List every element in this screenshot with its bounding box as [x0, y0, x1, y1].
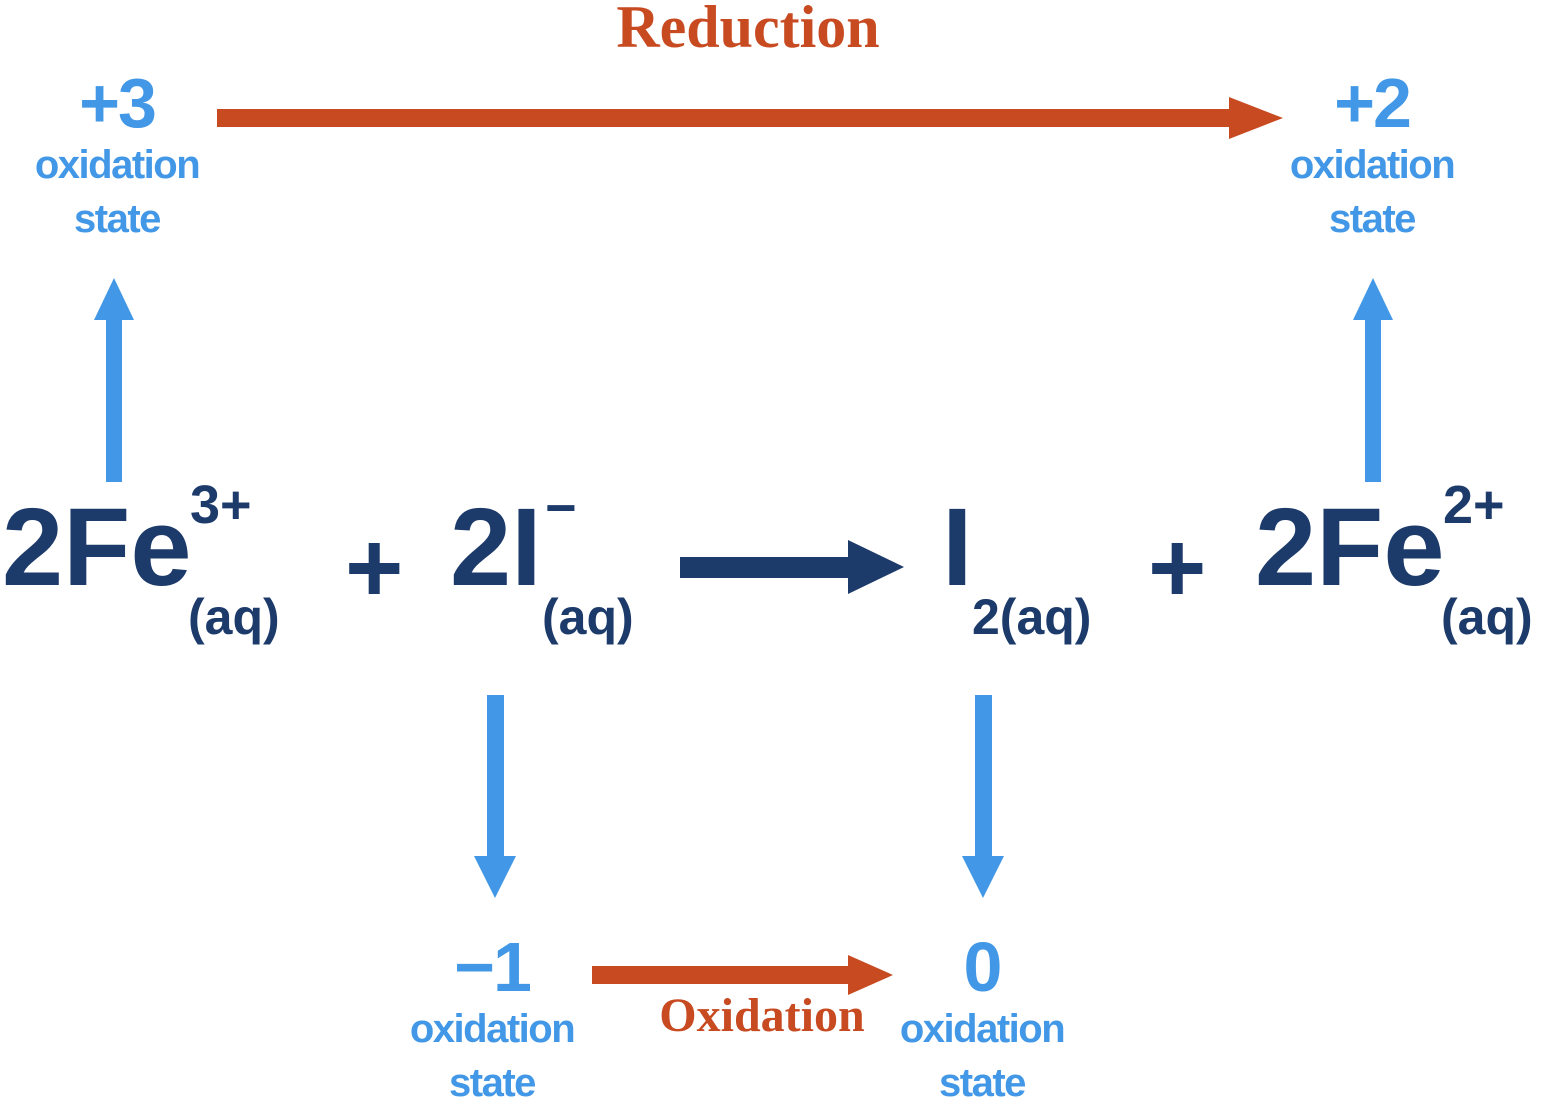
species-formula: 2Fe — [2, 486, 192, 609]
arrow-shaft — [1365, 319, 1381, 482]
oxidation-state-caption: oxidation — [34, 143, 201, 187]
oxidation-state-value: −1 — [454, 928, 532, 1006]
oxidation-state-value: +3 — [79, 64, 157, 142]
arrow-shaft — [106, 319, 122, 482]
plus-operator: + — [345, 512, 404, 624]
species-charge: − — [545, 478, 577, 538]
oxidation-state-caption: state — [74, 197, 161, 241]
fe-product-oxidation-state: +2 oxidation state — [1272, 68, 1472, 246]
arrow-shaft — [217, 109, 1229, 127]
arrow-shaft — [592, 966, 848, 984]
species-subscript: 2(aq) — [972, 589, 1092, 645]
species-formula: 2I — [450, 486, 542, 609]
arrow-head — [1353, 278, 1393, 320]
species-iodide-ion: 2I − (aq) — [450, 481, 634, 642]
species-charge: 3+ — [190, 475, 252, 535]
up-arrow-icon — [1352, 278, 1394, 482]
species-formula: I — [942, 486, 973, 609]
species-formula: 2Fe — [1255, 486, 1445, 609]
down-arrow-icon — [962, 695, 1004, 898]
species-phase: (aq) — [1441, 589, 1533, 645]
species-iron3-ion: 2Fe 3+ (aq) — [2, 478, 280, 642]
up-arrow-icon — [93, 278, 135, 482]
oxidation-state-caption: state — [449, 1061, 536, 1105]
oxidation-state-caption: oxidation — [899, 1007, 1066, 1051]
oxidation-state-caption: oxidation — [1289, 143, 1456, 187]
i-product-oxidation-state: 0 oxidation state — [882, 932, 1082, 1108]
arrow-head — [1229, 97, 1283, 139]
oxidation-state-value: +2 — [1334, 64, 1412, 142]
arrow-shaft — [680, 556, 848, 578]
species-phase: (aq) — [188, 589, 280, 645]
oxidation-state-caption: state — [939, 1061, 1026, 1105]
i-reactant-oxidation-state: −1 oxidation state — [392, 932, 592, 1108]
oxidation-state-value: 0 — [963, 928, 1003, 1006]
reaction-arrow-icon — [680, 540, 904, 594]
arrow-head — [848, 540, 904, 594]
down-arrow-icon — [474, 695, 516, 898]
arrow-head — [962, 856, 1004, 898]
reduction-label: Reduction — [616, 0, 880, 60]
species-iodine: I 2(aq) — [942, 493, 1091, 643]
oxidation-state-caption: oxidation — [409, 1007, 576, 1051]
oxidation-label: Oxidation — [659, 989, 865, 1042]
plus-operator: + — [1148, 512, 1207, 624]
species-charge: 2+ — [1443, 475, 1505, 535]
oxidation-arrow-icon — [592, 955, 893, 995]
arrow-head — [474, 856, 516, 898]
fe-reactant-oxidation-state: +3 oxidation state — [17, 68, 217, 246]
arrow-head — [94, 278, 134, 320]
species-phase: (aq) — [542, 589, 634, 645]
species-iron2-ion: 2Fe 2+ (aq) — [1255, 478, 1533, 642]
arrow-head — [848, 955, 893, 995]
arrow-shaft — [486, 695, 504, 857]
oxidation-state-caption: state — [1329, 197, 1416, 241]
arrow-shaft — [974, 695, 992, 857]
reduction-arrow-icon — [217, 97, 1283, 139]
